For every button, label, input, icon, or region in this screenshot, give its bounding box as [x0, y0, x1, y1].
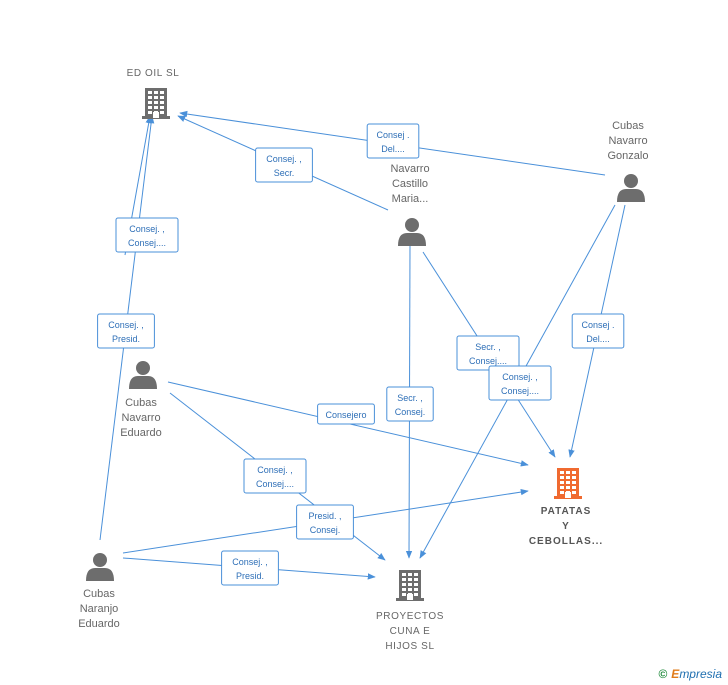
- person-icon[interactable]: [86, 553, 114, 581]
- node-label: PROYECTOS: [376, 611, 444, 622]
- node-label: Castillo: [392, 178, 428, 190]
- edge-role-label[interactable]: Secr. , Consej.: [386, 386, 434, 422]
- node-label: PATATAS: [541, 506, 592, 517]
- node-ed_oil[interactable]: ED OIL SL: [127, 68, 180, 119]
- copyright-icon: ©: [658, 667, 668, 681]
- edge-role-text: Consej. ,: [108, 320, 144, 330]
- edge-role-label[interactable]: Consej . Del....: [571, 313, 625, 349]
- edge-role-label[interactable]: Consej. , Presid.: [221, 550, 279, 586]
- edge-role-label[interactable]: Consej. , Consej....: [115, 217, 179, 253]
- edge-labels-layer: Consej .Del....Consej. ,Secr.Consej. ,Co…: [97, 123, 625, 586]
- brand-initial: E: [671, 667, 680, 681]
- edge-label-box[interactable]: [296, 504, 354, 540]
- node-label: Cubas: [83, 588, 115, 600]
- edge-label-box[interactable]: [317, 403, 375, 425]
- brand-name: mpresia: [679, 667, 722, 681]
- edge-role-text: Consej. ,: [129, 224, 165, 234]
- edge-role-label[interactable]: Consej. , Consej....: [243, 458, 307, 494]
- nodes-layer: ED OIL SLNavarroCastilloMaria...CubasNav…: [78, 68, 648, 652]
- building-icon[interactable]: [554, 468, 582, 499]
- node-label: Navarro: [390, 163, 429, 175]
- edge-role-label[interactable]: Consej. , Presid.: [97, 313, 155, 349]
- edge-role-text: Consej. ,: [266, 154, 302, 164]
- edge-label-box[interactable]: [571, 313, 625, 349]
- edge-role-text: Consej....: [501, 386, 539, 396]
- edge-role-text: Del....: [586, 334, 610, 344]
- edge-role-text: Consej....: [128, 238, 166, 248]
- node-label: Eduardo: [120, 427, 162, 439]
- edge-role-label[interactable]: Consejero: [317, 403, 375, 425]
- node-label: Naranjo: [80, 603, 119, 615]
- edge-role-label[interactable]: Presid. , Consej.: [296, 504, 354, 540]
- node-patatas[interactable]: PATATAS Y CEBOLLAS...: [529, 468, 603, 547]
- building-icon[interactable]: [142, 88, 170, 119]
- edge-role-text: Presid. ,: [308, 511, 341, 521]
- copyright-brand: ©Empresia: [658, 667, 722, 681]
- edge-role-text: Consejero: [325, 410, 366, 420]
- edge-role-label[interactable]: Consej. , Consej....: [488, 365, 552, 401]
- node-label: Navarro: [608, 135, 647, 147]
- node-navarro_castillo[interactable]: NavarroCastilloMaria...: [390, 163, 430, 246]
- edge-label-box[interactable]: [115, 217, 179, 253]
- edge-label-box[interactable]: [221, 550, 279, 586]
- edge-role-label[interactable]: Secr. , Consej....: [456, 335, 520, 371]
- node-label: Cubas: [612, 120, 644, 132]
- node-label: Maria...: [392, 193, 429, 205]
- edge-role-text: Secr.: [274, 168, 295, 178]
- edge-label-box[interactable]: [97, 313, 155, 349]
- person-icon[interactable]: [398, 218, 426, 246]
- node-label: Eduardo: [78, 618, 120, 630]
- edge-role-text: Presid.: [236, 571, 264, 581]
- node-label: Navarro: [121, 412, 160, 424]
- edge-role-text: Secr. ,: [397, 393, 423, 403]
- node-label: CEBOLLAS...: [529, 536, 603, 547]
- edge-role-text: Consej .: [376, 130, 409, 140]
- node-label: Cubas: [125, 397, 157, 409]
- edge-label-box[interactable]: [488, 365, 552, 401]
- node-proyectos[interactable]: PROYECTOS CUNA E HIJOS SL: [376, 570, 444, 652]
- edge-role-text: Del....: [381, 144, 405, 154]
- edge-role-text: Consej. ,: [502, 372, 538, 382]
- person-icon[interactable]: [617, 174, 645, 202]
- node-label: HIJOS SL: [385, 641, 434, 652]
- edge-role-text: Presid.: [112, 334, 140, 344]
- edge-label-box[interactable]: [255, 147, 313, 183]
- node-label: CUNA E: [390, 626, 431, 637]
- edge-role-text: Consej.: [395, 407, 426, 417]
- edge-role-text: Consej....: [256, 479, 294, 489]
- edge-label-box[interactable]: [456, 335, 520, 371]
- edge-role-label[interactable]: Consej. , Secr.: [255, 147, 313, 183]
- edge-role-text: Consej. ,: [232, 557, 268, 567]
- node-label: ED OIL SL: [127, 68, 180, 79]
- edge-role-text: Consej .: [581, 320, 614, 330]
- edge-role-text: Consej. ,: [257, 465, 293, 475]
- edge-role-label[interactable]: Consej . Del....: [366, 123, 420, 159]
- person-icon[interactable]: [129, 361, 157, 389]
- edge-role-text: Consej.: [310, 525, 341, 535]
- node-label: Y: [562, 521, 570, 532]
- building-icon[interactable]: [396, 570, 424, 601]
- node-label: Gonzalo: [608, 150, 649, 162]
- edge-role-text: Secr. ,: [475, 342, 501, 352]
- edge-label-box[interactable]: [366, 123, 420, 159]
- edge-label-box[interactable]: [243, 458, 307, 494]
- edge-label-box[interactable]: [386, 386, 434, 422]
- edge-role-text: Consej....: [469, 356, 507, 366]
